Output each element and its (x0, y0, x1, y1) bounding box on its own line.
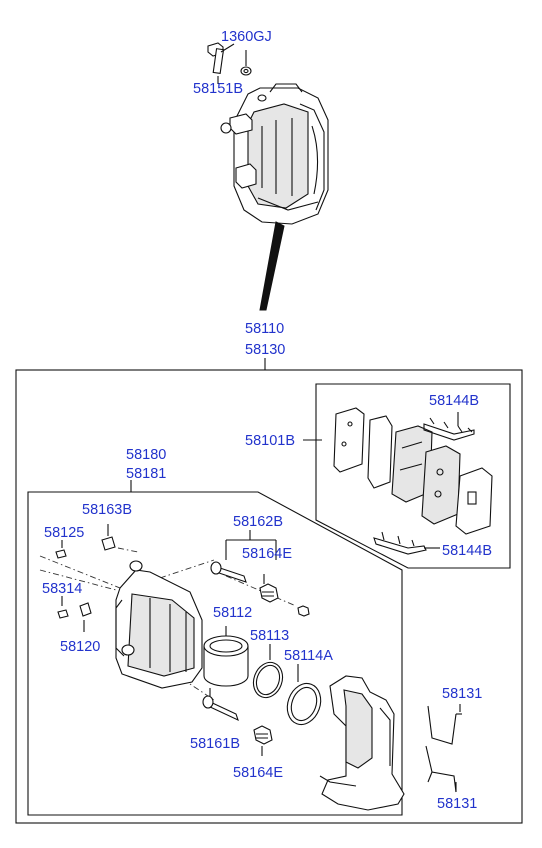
guide-pins-illustration (202, 530, 277, 722)
caliper-assembly-illustration (207, 42, 329, 225)
label-58112: 58112 (213, 605, 252, 621)
label-58151b: 58151B (193, 81, 243, 97)
label-58114a: 58114A (284, 648, 333, 664)
label-58164e-top: 58164E (242, 546, 292, 562)
boots-illustration (253, 574, 310, 756)
pad-clips-illustration (373, 412, 475, 555)
seals-illustration (252, 644, 322, 726)
label-58314: 58314 (42, 581, 82, 597)
label-58101b: 58101B (245, 433, 295, 449)
pad-kit-frame (315, 383, 511, 569)
washer-1360gj-illustration (240, 66, 252, 76)
assembly-pointer-wedge (259, 221, 285, 311)
label-58131-top: 58131 (442, 686, 482, 702)
brake-pads-illustration (333, 407, 493, 535)
anti-rattle-springs-illustration (425, 704, 462, 793)
label-58110: 58110 (245, 321, 284, 337)
label-58130: 58130 (245, 342, 285, 358)
label-58113: 58113 (250, 628, 289, 644)
caliper-kit-frame (27, 491, 403, 816)
caliper-housing-illustration (115, 560, 203, 689)
label-58162b: 58162B (233, 514, 283, 530)
label-58181: 58181 (126, 466, 166, 482)
label-58125: 58125 (44, 525, 84, 541)
label-58161b: 58161B (190, 736, 240, 752)
label-58164e-bottom: 58164E (233, 765, 283, 781)
label-58120: 58120 (60, 639, 100, 655)
carrier-bracket-illustration (319, 675, 405, 811)
label-1360gj: 1360GJ (221, 29, 272, 45)
label-58144b-top: 58144B (429, 393, 479, 409)
kit-outer-frame (15, 369, 523, 824)
bleeder-parts-illustration (55, 524, 116, 632)
label-58131-bottom: 58131 (437, 796, 477, 812)
bolt-58151b-illustration (207, 42, 225, 75)
label-58163b: 58163B (82, 502, 132, 518)
label-58180: 58180 (126, 447, 166, 463)
label-58144b-bottom: 58144B (442, 543, 492, 559)
piston-illustration (203, 626, 249, 687)
part-labels: 1360GJ 58151B 58110 58130 58144B 58101B … (42, 29, 492, 812)
